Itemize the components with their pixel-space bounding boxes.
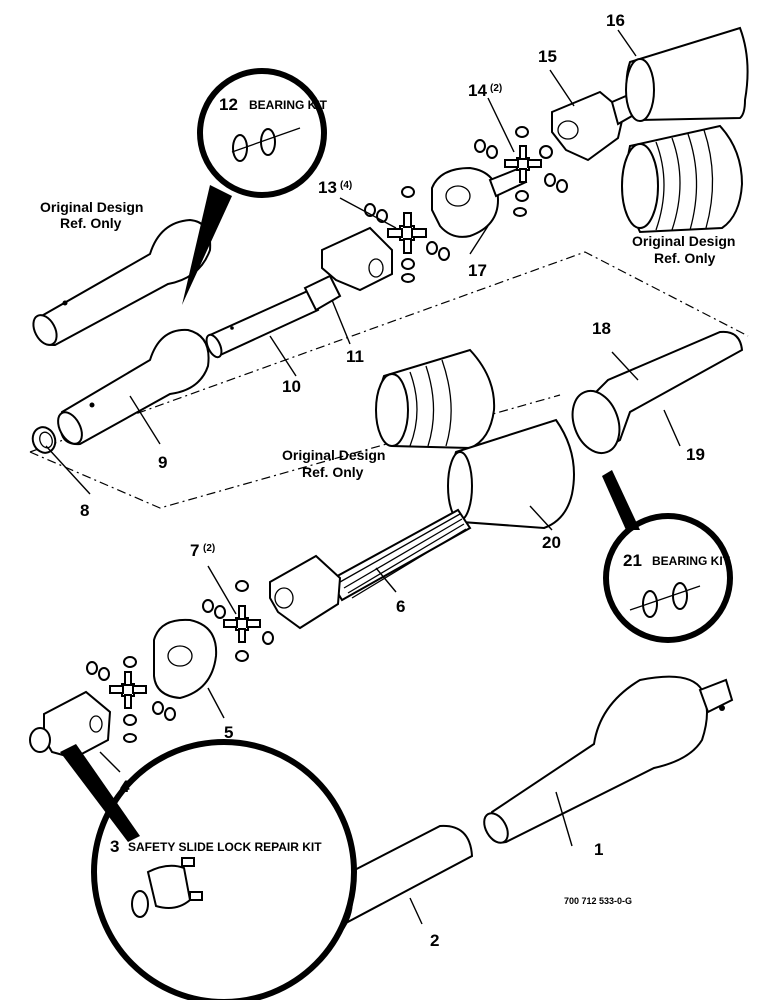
label-13-qty: (4) (340, 180, 352, 191)
kit-21-title: BEARING KIT (652, 554, 731, 568)
drawing-code: 700 712 533-0-G (564, 896, 632, 906)
reference-notes: Original Design Ref. Only Original Desig… (40, 199, 735, 480)
label-12: 12 (219, 95, 238, 114)
orig-design-a-line2: Ref. Only (60, 215, 122, 231)
label-2: 2 (430, 931, 439, 950)
part-14-cross-journal (474, 126, 568, 217)
part-5-yoke (153, 618, 218, 700)
label-15: 15 (538, 47, 557, 66)
label-11: 11 (346, 347, 364, 366)
label-13: 13 (318, 178, 337, 197)
callout-3-slide-lock-kit (91, 739, 357, 1000)
label-10: 10 (282, 377, 301, 396)
part-15-yoke (539, 90, 634, 162)
orig-design-b-line1: Original Design (632, 233, 735, 249)
label-8: 8 (80, 501, 89, 520)
part-13-cross-journal (364, 186, 450, 283)
orig-design-b-line2: Ref. Only (654, 250, 716, 266)
callout-12-bearing-kit (197, 68, 327, 198)
label-7: 7 (190, 541, 199, 560)
part-6-splined-shaft (328, 508, 472, 602)
label-7-qty: (2) (203, 543, 215, 554)
label-9: 9 (158, 453, 167, 472)
label-14-qty: (2) (490, 83, 502, 94)
part-5-cross-journal (86, 656, 176, 743)
label-20: 20 (542, 533, 561, 552)
kit-3-title: SAFETY SLIDE LOCK REPAIR KIT (128, 840, 322, 854)
kit-labels: 12 BEARING KIT 21 BEARING KIT 3 SAFETY S… (110, 95, 731, 856)
label-5: 5 (224, 723, 233, 742)
part-8-bearing-ring (31, 426, 57, 454)
orig-design-a-line1: Original Design (40, 199, 143, 215)
label-1: 1 (594, 840, 603, 859)
label-14: 14 (468, 81, 487, 100)
part-labels: 1 2 4 5 6 7 (2) 8 9 10 11 13 (4) 14 (2) … (80, 11, 705, 950)
original-design-bellows-middle (375, 348, 496, 450)
orig-design-c-line2: Ref. Only (302, 464, 364, 480)
label-18: 18 (592, 319, 611, 338)
label-16: 16 (606, 11, 625, 30)
part-10-inner-tube (205, 288, 320, 359)
label-19: 19 (686, 445, 705, 464)
leader-lines (45, 29, 681, 925)
part-16-shield-cone (625, 26, 749, 122)
part-19-guard-cone (571, 330, 744, 454)
callout-21-bearing-kit (603, 513, 733, 643)
orig-design-c-line1: Original Design (282, 447, 385, 463)
label-17: 17 (468, 261, 487, 280)
label-3: 3 (110, 837, 119, 856)
original-design-shield-left (32, 218, 212, 347)
part-1-outer-shaft (483, 675, 734, 844)
kit-12-title: BEARING KIT (249, 98, 328, 112)
part-6-yoke (269, 554, 342, 630)
part-9-outer-guard-tube (57, 328, 210, 446)
label-6: 6 (396, 597, 405, 616)
callout-pointers (60, 185, 640, 842)
part-7-cross-journal (202, 580, 274, 662)
part-4-yoke (29, 690, 112, 760)
label-21: 21 (623, 551, 642, 570)
part-17-yoke (431, 166, 528, 238)
original-design-bellows-upper (621, 124, 744, 234)
part-20-shield-cylinder (447, 418, 575, 530)
part-11-yoke-shaft (303, 226, 393, 312)
label-4: 4 (120, 777, 130, 796)
